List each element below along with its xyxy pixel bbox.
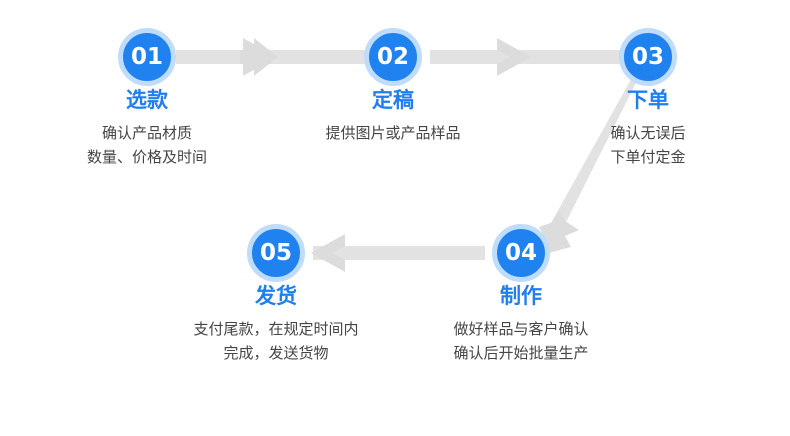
step-desc-line: 提供图片或产品样品 <box>325 124 461 143</box>
step-circle-03[interactable]: 03 <box>619 28 677 86</box>
step-number-label: 05 <box>259 239 292 266</box>
step-circle-04[interactable]: 04 <box>492 224 550 282</box>
step-desc-line: 完成，发送货物 <box>223 344 329 363</box>
step-desc-line: 数量、价格及时间 <box>86 148 207 167</box>
step-desc-line: 确认后开始批量生产 <box>453 344 589 363</box>
step-circle-05[interactable]: 05 <box>247 224 305 282</box>
step-title-03: 下单 <box>627 88 669 112</box>
step-text-03: 下单 确认无误后 下单付定金 <box>548 88 748 169</box>
step-text-05: 发货 支付尾款，在规定时间内 完成，发送货物 <box>116 284 436 365</box>
step-desc-line: 确认无误后 <box>610 124 686 143</box>
step-number-label: 04 <box>504 239 537 266</box>
step-title-02: 定稿 <box>372 88 414 112</box>
step-desc-line: 确认产品材质 <box>101 124 192 143</box>
step-desc-line: 做好样品与客户确认 <box>453 320 589 339</box>
step-title-05: 发货 <box>255 284 297 308</box>
step-text-02: 定稿 提供图片或产品样品 <box>268 88 518 145</box>
step-desc-line: 支付尾款，在规定时间内 <box>193 320 359 339</box>
step-title-01: 选款 <box>126 88 168 112</box>
step-number-label: 03 <box>631 43 664 70</box>
step-number-label: 02 <box>376 43 409 70</box>
step-text-04: 制作 做好样品与客户确认 确认后开始批量生产 <box>381 284 661 365</box>
connector-02-to-03 <box>430 38 622 76</box>
step-circle-02[interactable]: 02 <box>364 28 422 86</box>
step-number-label: 01 <box>130 43 163 70</box>
step-title-04: 制作 <box>500 284 542 308</box>
step-circle-01[interactable]: 01 <box>118 28 176 86</box>
connector-01-to-02 <box>176 38 368 76</box>
connector-04-to-05 <box>311 234 485 272</box>
step-text-01: 选款 确认产品材质 数量、价格及时间 <box>22 88 272 169</box>
step-desc-line: 下单付定金 <box>610 148 686 167</box>
